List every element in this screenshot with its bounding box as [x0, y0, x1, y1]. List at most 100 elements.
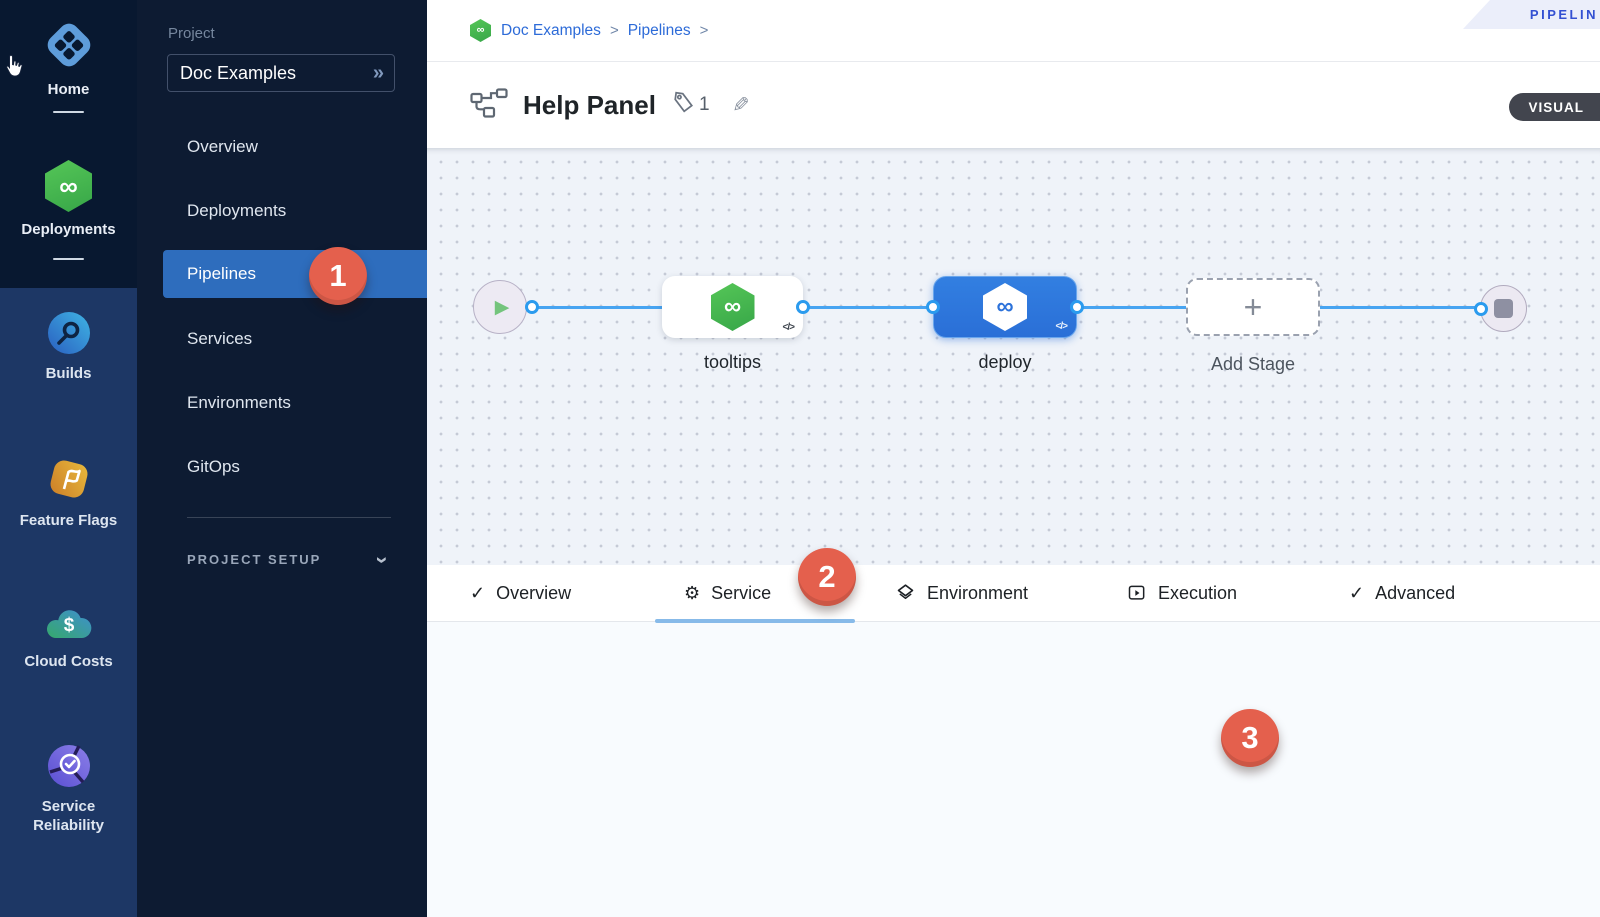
sidebar-item-pipelines-label: Pipelines — [187, 264, 256, 283]
breadcrumb: ∞ Doc Examples > Pipelines > — [427, 0, 1600, 62]
builds-icon — [0, 310, 137, 356]
stop-icon — [1494, 299, 1513, 318]
home-active-underline — [53, 111, 84, 113]
breadcrumb-separator: > — [699, 22, 709, 39]
sidebar-item-overview[interactable]: Overview — [187, 137, 258, 156]
project-name: Doc Examples — [180, 62, 297, 83]
tag-icon — [672, 91, 695, 119]
gear-icon: ⚙ — [684, 582, 701, 603]
svg-text:$: $ — [63, 615, 74, 636]
rail-item-deployments[interactable]: ∞ Deployments — [0, 160, 137, 239]
check-icon: ✓ — [1349, 582, 1365, 603]
rail-label-feature-flags: Feature Flags — [19, 512, 118, 529]
sidebar-item-pipelines[interactable]: Pipelines — [163, 250, 427, 298]
harness-project-icon: ∞ — [470, 19, 491, 42]
home-icon — [0, 18, 137, 72]
tags-indicator[interactable]: 1 — [672, 91, 710, 119]
pipeline-studio-ribbon: PIPELIN — [1463, 0, 1600, 29]
stage-node-tooltips[interactable]: ∞ </> — [662, 276, 803, 338]
rail-item-builds[interactable]: Builds — [0, 310, 137, 383]
annotation-badge-1: 1 — [309, 247, 367, 305]
sidebar-divider — [187, 517, 391, 518]
breadcrumb-link-project[interactable]: Doc Examples — [501, 21, 601, 39]
module-rail: Home ∞ Deployments Builds Feature Flags — [0, 0, 137, 917]
play-icon: ▶ — [494, 296, 510, 318]
harness-stage-icon: ∞ — [710, 283, 755, 331]
visual-toggle-label: VISUAL — [1528, 99, 1584, 115]
connector-line — [1077, 306, 1186, 309]
tab-advanced[interactable]: ✓ Advanced — [1349, 565, 1455, 621]
code-glyph: </> — [782, 322, 796, 333]
connector-line — [532, 306, 662, 309]
code-glyph: </> — [1055, 321, 1069, 332]
rail-label-home: Home — [47, 81, 90, 98]
annotation-badge-3: 3 — [1221, 709, 1279, 767]
deployments-icon: ∞ — [0, 160, 137, 212]
page-header: Help Panel 1 ✎ — [427, 62, 1600, 148]
tab-overview-label: Overview — [496, 582, 572, 603]
visual-yaml-toggle[interactable]: VISUAL — [1509, 93, 1600, 121]
plus-icon: + — [1243, 289, 1263, 325]
pipeline-studio-ribbon-label: PIPELIN — [1529, 7, 1598, 22]
tab-execution-label: Execution — [1158, 582, 1238, 603]
connector-point[interactable] — [926, 300, 940, 314]
project-sidebar: Project Doc Examples » Overview Deployme… — [137, 0, 427, 917]
page-title: Help Panel — [523, 89, 656, 120]
sidebar-item-gitops[interactable]: GitOps — [187, 457, 240, 476]
connector-point[interactable] — [525, 300, 539, 314]
sidebar-item-services[interactable]: Services — [187, 329, 253, 348]
connector-line — [803, 306, 933, 309]
add-stage-button[interactable]: + — [1186, 278, 1320, 336]
rail-item-home[interactable]: Home — [0, 18, 137, 99]
mouse-hand-cursor-icon — [1, 53, 28, 87]
rail-item-cloud-costs[interactable]: $ Cloud Costs — [0, 602, 137, 671]
breadcrumb-separator: > — [609, 22, 619, 39]
stage-tabbar: ✓ Overview ⚙ Service Environment Executi… — [427, 565, 1600, 623]
breadcrumb-link-pipelines[interactable]: Pipelines — [627, 21, 691, 39]
rail-label-builds: Builds — [45, 365, 92, 382]
active-tab-underline — [655, 619, 855, 623]
project-selector[interactable]: Doc Examples » — [167, 54, 395, 92]
tag-count: 1 — [698, 94, 710, 115]
connector-point[interactable] — [1070, 300, 1084, 314]
tab-execution[interactable]: Execution — [1127, 565, 1237, 621]
pipeline-canvas[interactable]: ▶ ∞ </> tooltips ∞ </> deploy + Add Sta — [427, 148, 1600, 565]
annotation-badge-2: 2 — [798, 548, 856, 606]
check-icon: ✓ — [470, 582, 486, 603]
project-section-label: Project — [168, 25, 215, 42]
sidebar-item-deployments[interactable]: Deployments — [187, 201, 287, 220]
connector-line — [1320, 306, 1481, 309]
service-reliability-icon — [0, 743, 137, 789]
tab-environment[interactable]: Environment — [895, 565, 1028, 621]
tab-service-label: Service — [711, 582, 772, 603]
connector-point[interactable] — [796, 300, 810, 314]
tab-environment-label: Environment — [927, 582, 1029, 603]
module-rail-lower-panel — [0, 288, 137, 917]
stage-label-tooltips: tooltips — [703, 352, 762, 372]
stage-node-deploy-selected[interactable]: ∞ </> — [933, 276, 1077, 338]
rail-item-service-reliability[interactable]: Service Reliability — [0, 743, 137, 835]
tab-advanced-label: Advanced — [1375, 582, 1456, 603]
service-form-section: Select Service i - Select Service - › + … — [427, 622, 1600, 917]
main-content: ∞ Doc Examples > Pipelines > PIPELIN Hel… — [427, 0, 1600, 917]
execution-play-icon — [1127, 583, 1147, 603]
double-chevron-icon: » — [372, 61, 384, 84]
stage-label-deploy: deploy — [978, 352, 1032, 372]
pipeline-flowchart-icon — [470, 87, 508, 123]
environment-layers-icon — [895, 583, 916, 604]
tab-overview[interactable]: ✓ Overview — [470, 565, 571, 621]
tab-service[interactable]: ⚙ Service — [684, 565, 771, 621]
harness-stage-icon: ∞ — [983, 283, 1027, 331]
cloud-costs-icon: $ — [0, 602, 137, 644]
project-setup-label: PROJECT SETUP — [187, 552, 322, 567]
rail-label-service-reliability: Service Reliability — [33, 798, 104, 834]
project-setup-toggle[interactable]: PROJECT SETUP › — [187, 552, 397, 567]
sidebar-item-environments[interactable]: Environments — [187, 393, 291, 412]
pipeline-start-node[interactable]: ▶ — [473, 280, 527, 334]
chevron-down-icon: › — [371, 555, 397, 564]
rail-item-feature-flags[interactable]: Feature Flags — [0, 455, 137, 530]
deployments-active-underline — [53, 258, 84, 260]
connector-point[interactable] — [1474, 302, 1488, 316]
edit-pencil-icon[interactable]: ✎ — [731, 93, 750, 117]
